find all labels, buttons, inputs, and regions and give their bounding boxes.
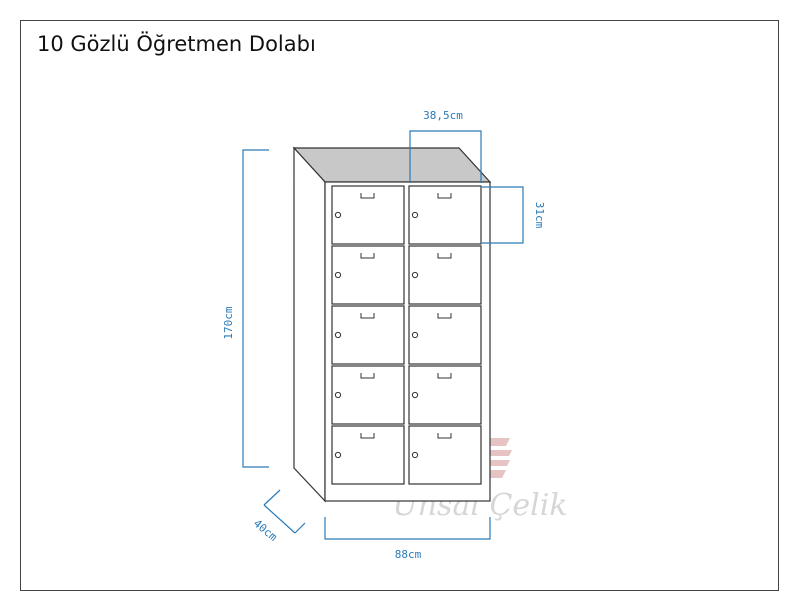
door-handle-icon — [360, 313, 375, 319]
door-handle-icon — [360, 433, 375, 439]
dimensions — [242, 130, 524, 540]
door-handle-icon — [437, 313, 452, 319]
compartment-height-line — [482, 186, 524, 244]
page-title: 10 Gözlü Öğretmen Dolabı — [37, 32, 316, 56]
cabinet-side — [293, 146, 326, 503]
compartment-door — [408, 185, 482, 245]
door-handle-icon — [360, 193, 375, 199]
door-handle-icon — [360, 373, 375, 379]
compartment-door — [408, 305, 482, 365]
compartment-height-label: 31cm — [533, 202, 546, 229]
drawing-frame — [20, 20, 779, 591]
depth-line — [263, 504, 296, 534]
door-lock-icon — [334, 331, 342, 339]
total-width-line — [324, 517, 491, 540]
door-lock-icon — [411, 211, 419, 219]
total-height-line — [242, 149, 269, 468]
door-handle-icon — [437, 193, 452, 199]
door-handle-icon — [360, 253, 375, 259]
door-lock-icon — [411, 271, 419, 279]
door-lock-icon — [411, 451, 419, 459]
total-height-label: 170cm — [222, 306, 235, 339]
door-lock-icon — [334, 271, 342, 279]
cabinet — [292, 146, 492, 503]
total-width-label: 88cm — [395, 548, 422, 561]
compartment-door — [331, 425, 405, 485]
door-lock-icon — [411, 331, 419, 339]
door-lock-icon — [411, 391, 419, 399]
door-lock-icon — [334, 391, 342, 399]
compartment-door — [331, 245, 405, 305]
depth-label: 40cm — [251, 517, 280, 544]
compartment-door — [331, 305, 405, 365]
door-lock-icon — [334, 211, 342, 219]
compartment-door — [408, 365, 482, 425]
depth-tick-top — [263, 489, 281, 506]
compartment-width-line — [409, 130, 482, 183]
doors — [331, 185, 482, 485]
compartment-door — [331, 185, 405, 245]
door-handle-icon — [437, 433, 452, 439]
door-lock-icon — [334, 451, 342, 459]
compartment-door — [331, 365, 405, 425]
door-handle-icon — [437, 253, 452, 259]
depth-tick-bottom — [294, 522, 306, 534]
compartment-door — [408, 245, 482, 305]
compartment-door — [408, 425, 482, 485]
cabinet-top — [292, 147, 492, 183]
door-handle-icon — [437, 373, 452, 379]
compartment-width-label: 38,5cm — [423, 109, 463, 122]
